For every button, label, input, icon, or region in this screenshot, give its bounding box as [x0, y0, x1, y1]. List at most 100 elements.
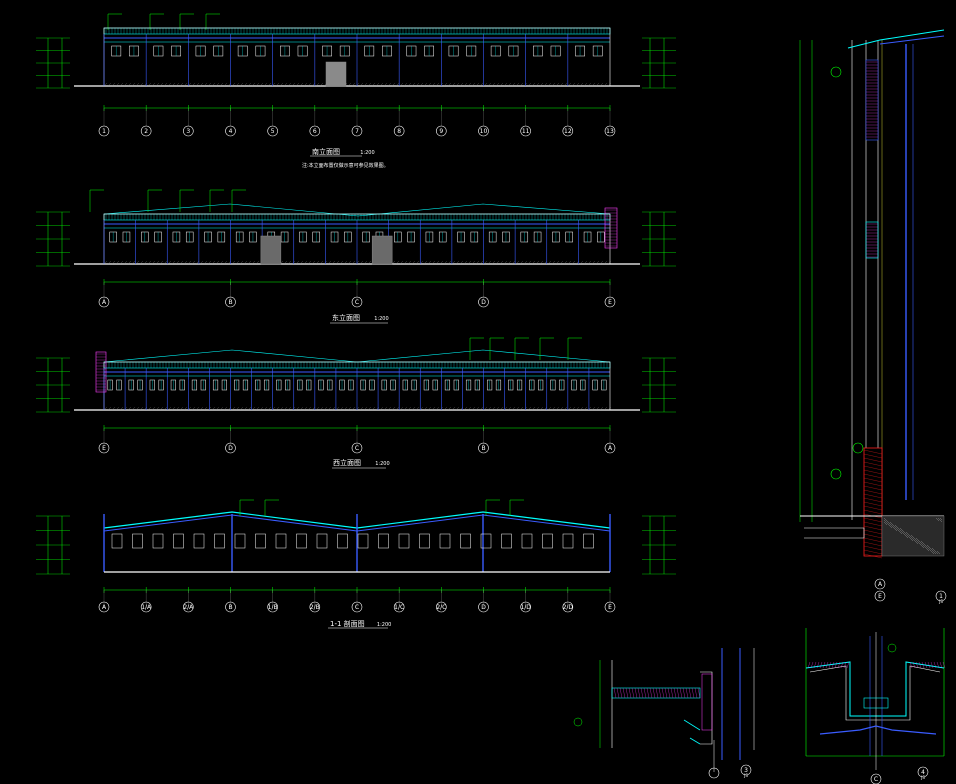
ground-hatch [343, 406, 348, 411]
ground-hatch [143, 82, 148, 87]
soil-dot [893, 525, 896, 528]
section-window [193, 533, 205, 549]
ground-hatch [455, 406, 460, 411]
ground-hatch [295, 260, 300, 265]
axis-marker-C-circle [351, 296, 363, 308]
ground-hatch [407, 260, 412, 265]
ground-hatch [591, 260, 596, 265]
ground-hatch [139, 82, 144, 87]
ground-hatch [231, 406, 236, 411]
axis-marker-10-circle [478, 125, 489, 137]
roof-edge [879, 35, 945, 45]
ground-hatch [187, 260, 192, 265]
soil-dot [889, 525, 892, 528]
axis-marker-D-circle [478, 601, 489, 613]
base-hatch [863, 489, 883, 495]
detail-axis-A-circle [874, 578, 886, 590]
ground-hatch [551, 82, 556, 87]
ground-hatch [319, 406, 324, 411]
ground-hatch [347, 82, 352, 87]
ground-hatch [559, 82, 564, 87]
soil-dot [888, 524, 891, 527]
ground-hatch [151, 406, 156, 411]
ground-hatch [167, 260, 172, 265]
view-title-text: 东立面图 [332, 314, 360, 322]
soil-dot [924, 546, 927, 549]
ground-hatch [107, 260, 112, 265]
view-title-text: 1-1 剖面图 [330, 620, 365, 628]
soil-dot [914, 538, 917, 541]
soil-dot [918, 540, 921, 543]
ground-hatch [123, 406, 128, 411]
section-window [337, 533, 348, 549]
soil-dot [925, 547, 928, 550]
ground-hatch [223, 260, 228, 265]
ground-hatch [411, 406, 416, 411]
ground-hatch [243, 82, 248, 87]
ground-hatch [603, 82, 608, 87]
section-window [398, 533, 410, 549]
ground-hatch [147, 82, 152, 87]
soil-dot [929, 549, 932, 552]
ground-hatch [531, 406, 536, 411]
axis-marker-B-label: B [228, 299, 232, 306]
ground-hatch [163, 406, 168, 411]
ground-hatch [447, 260, 452, 265]
canopy-hatch [676, 687, 680, 699]
axis-marker-B-circle [225, 601, 236, 613]
soil-dot [933, 551, 936, 554]
soil-dot [923, 545, 926, 548]
base-hatch [863, 549, 883, 555]
ground-hatch [127, 260, 132, 265]
roof-hatch [921, 661, 925, 669]
ground-hatch [359, 260, 364, 265]
ground-hatch [179, 406, 184, 411]
soil-dot [885, 519, 888, 522]
ground-hatch [303, 82, 308, 87]
axis-marker-C-circle [351, 601, 363, 613]
soil-dot [906, 532, 909, 535]
axis-marker-E-label: E [102, 445, 106, 452]
ground-hatch [311, 406, 316, 411]
soil-dot [905, 531, 908, 534]
soil [881, 515, 945, 557]
ground-hatch [207, 260, 212, 265]
soil-dot [929, 547, 932, 550]
soil-dot [906, 534, 909, 537]
soil-dot [920, 544, 923, 547]
canopy-hatch [697, 687, 701, 699]
ground-hatch [559, 406, 564, 411]
soil-dot [907, 535, 910, 538]
callout-circle [852, 442, 864, 454]
section-window [214, 533, 225, 549]
roof-hatch [825, 661, 829, 669]
section-window [275, 533, 287, 549]
soil-dot [903, 533, 906, 536]
axis-marker-1-B-circle [267, 601, 278, 613]
ground-hatch [363, 82, 368, 87]
soil-dot [920, 542, 923, 545]
ground-hatch [391, 82, 396, 87]
ground-hatch [399, 260, 404, 265]
ground-hatch [539, 406, 544, 411]
ground-hatch [287, 260, 292, 265]
axis-marker-2-C-circle [436, 601, 447, 613]
ground-hatch [123, 260, 128, 265]
ground-hatch [175, 82, 180, 87]
ground-hatch [179, 260, 184, 265]
axis-marker-2-B-label: 2/B [310, 604, 320, 611]
roller-door [371, 235, 393, 265]
canopy-hatch [664, 687, 668, 699]
slab-edge [804, 527, 865, 539]
ground-hatch [595, 82, 600, 87]
soil-dot [908, 536, 911, 539]
soil-dot [883, 517, 886, 520]
ground-hatch [191, 406, 196, 411]
callout-circle [830, 468, 842, 480]
soil-dot [906, 536, 909, 539]
soil-dot [892, 524, 895, 527]
soil-dot [926, 546, 929, 549]
ground-hatch [403, 260, 408, 265]
ground-hatch [471, 406, 476, 411]
ground-hatch [527, 82, 532, 87]
